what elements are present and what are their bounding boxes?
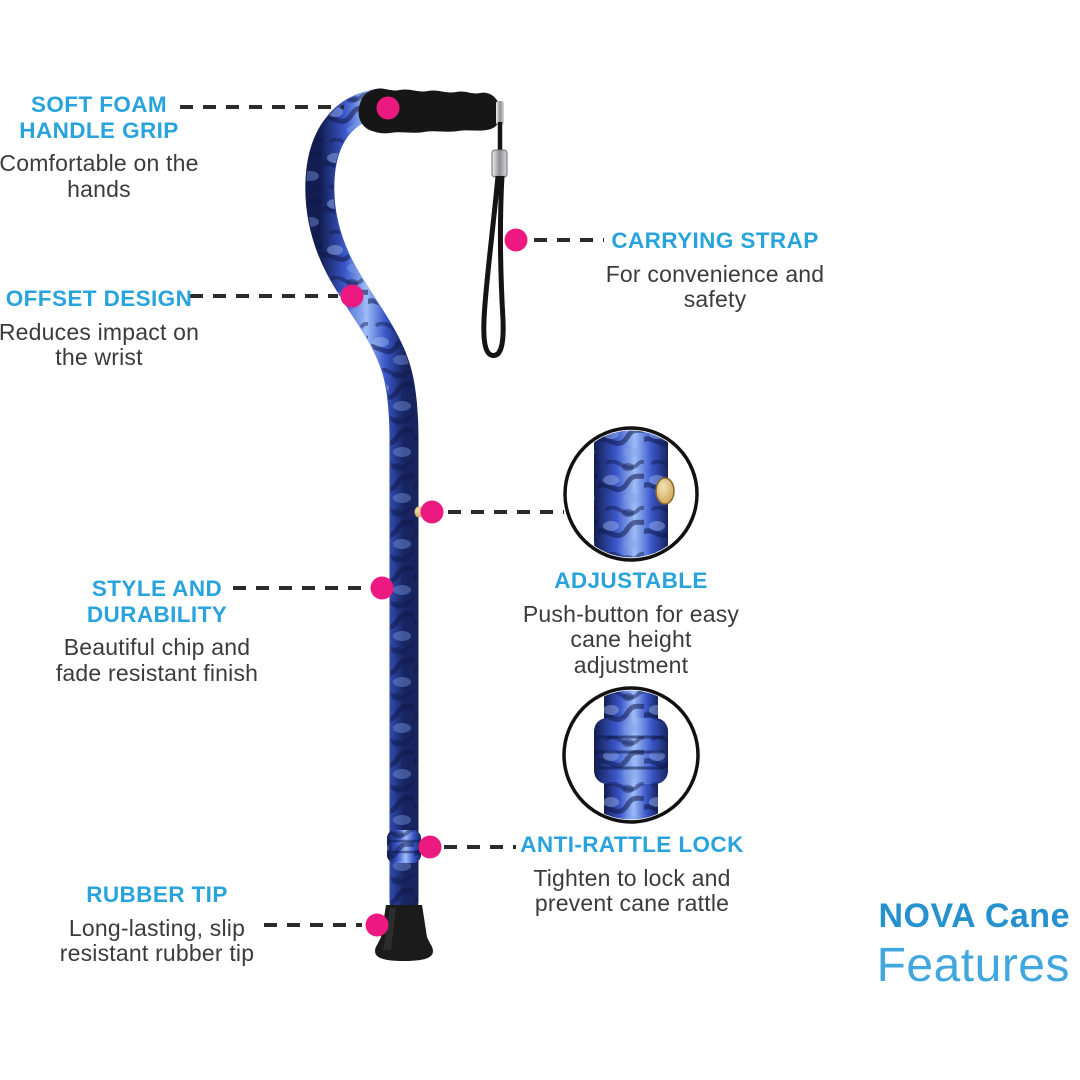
brand-mark: NOVA Cane Features (876, 897, 1070, 992)
feature-title: SOFT FOAM HANDLE GRIP (19, 92, 179, 143)
callout-dot-adjustable (420, 500, 444, 524)
brand-product-name: NOVA Cane (878, 897, 1070, 935)
feature-title: STYLE AND DURABILITY (86, 576, 228, 627)
feature-description: Reduces impact on the wrist (0, 318, 200, 371)
push-button-zoomed (655, 477, 675, 505)
carrying-strap-graphic (481, 101, 508, 358)
feature-description: Beautiful chip and fade resistant finish (55, 634, 259, 687)
feature-description: Push-button for easy cane height adjustm… (522, 600, 740, 679)
callout-dots (340, 96, 528, 937)
callout-dot-carrying-strap (504, 228, 528, 252)
feature-anti-rattle-lock: ANTI-RATTLE LOCK Tighten to lock and pre… (500, 832, 764, 917)
feature-title: RUBBER TIP (86, 882, 228, 907)
callout-dot-style-durability (370, 576, 394, 600)
magnifier-adjustable (563, 426, 699, 562)
callout-dot-anti-rattle (418, 835, 442, 859)
feature-style-and-durability: STYLE AND DURABILITY Beautiful chip and … (42, 576, 272, 687)
feature-description: Comfortable on the hands (0, 150, 199, 203)
feature-description: Tighten to lock and prevent cane rattle (533, 864, 731, 917)
callout-dot-offset-design (340, 284, 364, 308)
feature-rubber-tip: RUBBER TIP Long-lasting, slip resistant … (42, 882, 272, 967)
feature-title: ADJUSTABLE (554, 568, 708, 593)
feature-offset-design: OFFSET DESIGN Reduces impact on the wris… (0, 286, 214, 371)
feature-title: CARRYING STRAP (611, 228, 819, 253)
cane-shaft (305, 88, 424, 917)
feature-title: OFFSET DESIGN (5, 286, 193, 311)
feature-carrying-strap: CARRYING STRAP For convenience and safet… (600, 228, 830, 313)
feature-description: For convenience and safety (605, 260, 825, 313)
callout-lines (180, 105, 604, 927)
brand-subtitle: Features (876, 938, 1070, 992)
anti-rattle-collar (387, 830, 421, 863)
feature-soft-foam-handle-grip: SOFT FOAM HANDLE GRIP Comfortable on the… (0, 92, 214, 203)
feature-description: Long-lasting, slip resistant rubber tip (59, 914, 255, 967)
magnifier-anti-rattle (562, 686, 700, 824)
callout-dot-rubber-tip (365, 913, 389, 937)
feature-title: ANTI-RATTLE LOCK (520, 832, 744, 857)
callout-dot-soft-foam (376, 96, 400, 120)
feature-adjustable: ADJUSTABLE Push-button for easy cane hei… (516, 568, 746, 679)
